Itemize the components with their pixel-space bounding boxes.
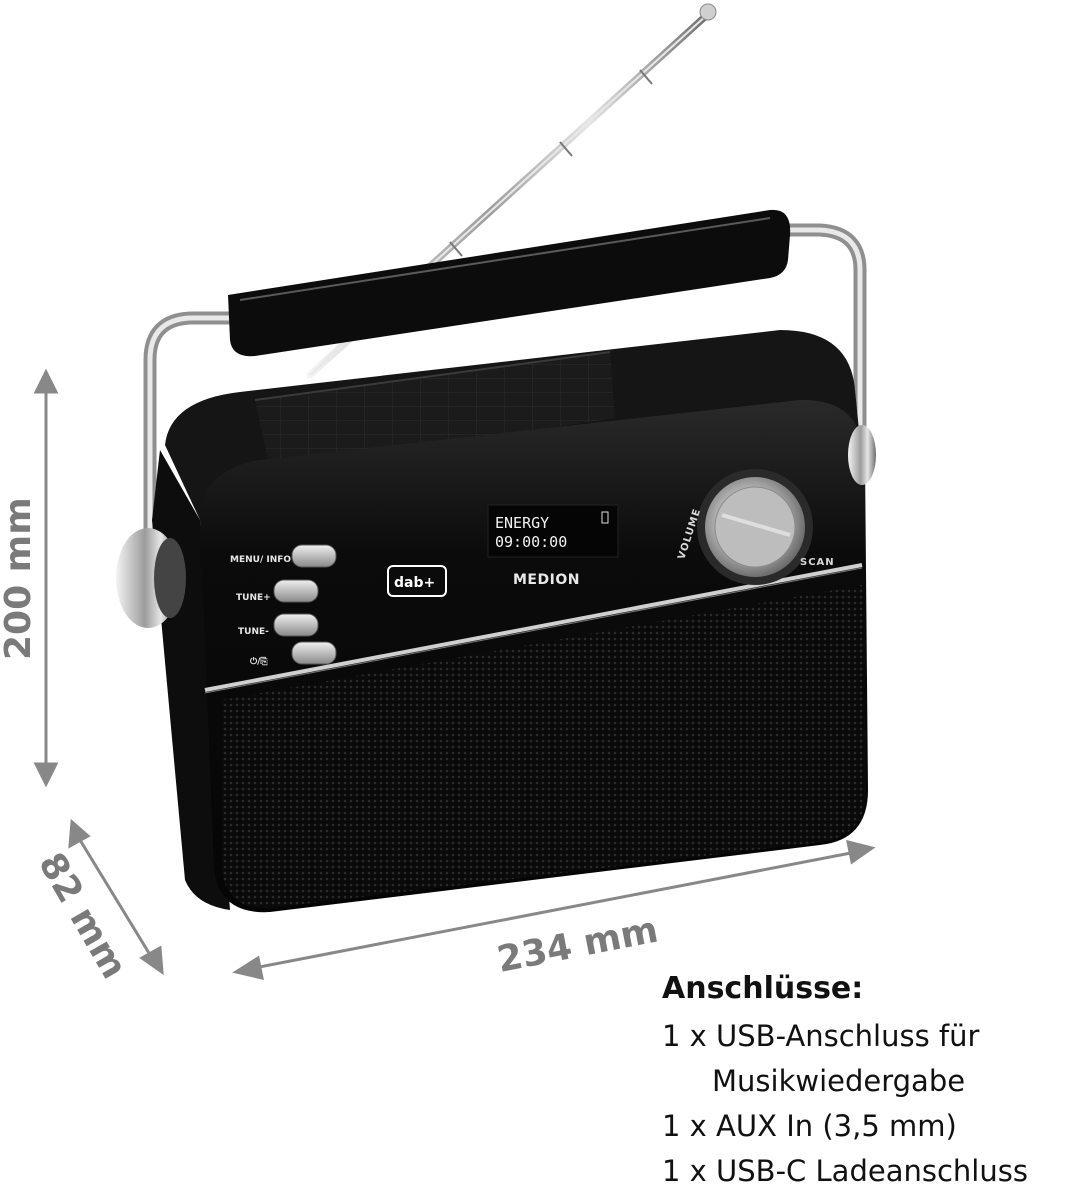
power-label: ⏻/⎘ [250, 656, 268, 667]
connections-list: Anschlüsse: 1 x USB-Anschluss für Musikw… [662, 970, 1080, 1194]
hinge-left [116, 528, 186, 628]
connection-item-usbc: 1 x USB-C Ladeanschluss [662, 1154, 1028, 1188]
connection-item-usb-cont: Musikwiedergabe [712, 1064, 966, 1098]
dab-logo: dab+ [387, 565, 447, 597]
power-source-button[interactable] [291, 641, 337, 665]
scan-label: SCAN [800, 557, 835, 568]
handle-grip [228, 209, 791, 357]
connection-item-aux: 1 x AUX In (3,5 mm) [662, 1109, 957, 1143]
menu-info-label: MENU/ INFO [230, 555, 291, 565]
tune-prev-label: TUNE- [238, 627, 269, 637]
connections-title: Anschlüsse: [662, 971, 864, 1006]
dimension-arrows [33, 368, 876, 980]
handle-arms [143, 223, 867, 567]
tune-next-label: TUNE+ [236, 593, 271, 603]
display-line-2: 09:00:00 [495, 533, 567, 551]
volume-knob[interactable] [697, 469, 813, 585]
control-buttons: MENU/ INFO TUNE+ TUNE- ⏻/⎘ [230, 544, 337, 667]
tune-prev-button[interactable] [273, 613, 319, 637]
battery-icon [601, 511, 609, 524]
lcd-display: ENERGY 09:00:00 [487, 504, 619, 558]
depth-dimension: 82 mm [30, 846, 134, 986]
width-dimension: 234 mm [494, 910, 662, 981]
hinge-right [848, 425, 876, 485]
connection-item-usb: 1 x USB-Anschluss für [662, 1019, 980, 1053]
menu-info-button[interactable] [291, 544, 337, 568]
dab-logo-text: dab+ [394, 575, 435, 591]
width-arrow [253, 850, 857, 970]
tune-next-button[interactable] [273, 579, 319, 603]
depth-arrow [78, 839, 154, 959]
display-line-1: ENERGY [495, 514, 549, 532]
height-dimension: 200 mm [0, 497, 39, 660]
brand-logo: MEDION [513, 572, 580, 588]
radio-body [152, 330, 868, 913]
